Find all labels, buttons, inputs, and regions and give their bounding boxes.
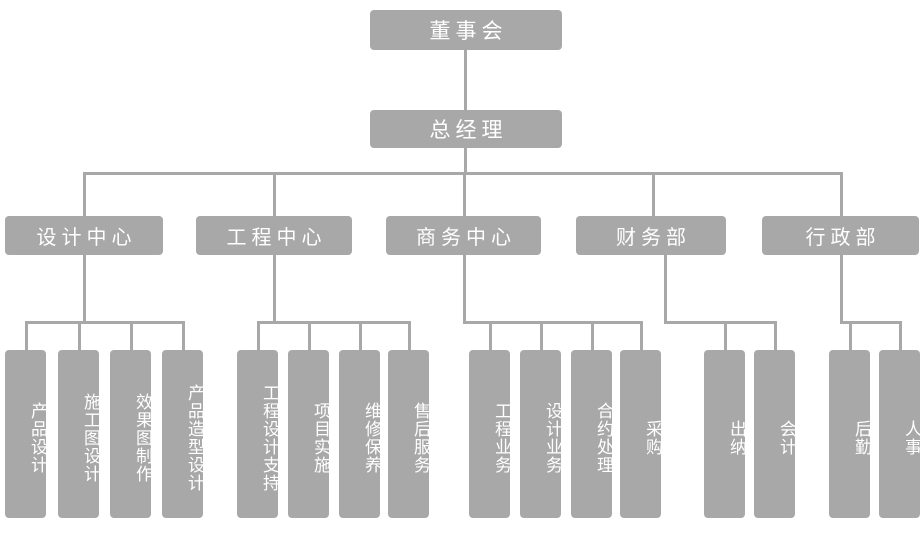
connector-design-child-3 (130, 321, 133, 350)
connector-finance-child-2 (774, 321, 777, 350)
connector-finance-bus (664, 321, 776, 324)
node-board-of-directors[interactable]: 董事会 (370, 10, 562, 50)
connector-admin-child-2 (899, 321, 902, 350)
node-leaf-procurement[interactable]: 采购 (620, 350, 662, 518)
connector-engineering-bus (257, 321, 411, 324)
connector-design-child-4 (182, 321, 185, 350)
connector-engineering-child-4 (408, 321, 411, 350)
node-leaf-contract-processing[interactable]: 合约处理 (571, 350, 613, 518)
connector-engineering-drop (273, 255, 276, 323)
connector-business-child-4 (640, 321, 643, 350)
node-department-business-center[interactable]: 商务中心 (386, 216, 541, 255)
node-leaf-product-styling-design[interactable]: 产品造型设计 (162, 350, 204, 518)
connector-design-child-2 (78, 321, 81, 350)
node-leaf-cashier[interactable]: 出纳 (704, 350, 746, 518)
connector-admin-child-1 (849, 321, 852, 350)
connector-admin-bus (840, 321, 902, 324)
connector-gm-to-bus (464, 148, 467, 174)
node-leaf-engineering-design-support[interactable]: 工程设计支持 (237, 350, 279, 518)
node-leaf-after-sales-service[interactable]: 售后服务 (388, 350, 430, 518)
connector-bus-to-finance (652, 172, 655, 216)
connector-finance-drop (664, 255, 667, 323)
node-leaf-logistics[interactable]: 后勤 (829, 350, 871, 518)
connector-design-drop (83, 255, 86, 323)
connector-business-bus (489, 321, 643, 324)
connector-design-child-1 (25, 321, 28, 350)
node-department-engineering-center[interactable]: 工程中心 (196, 216, 352, 255)
node-general-manager[interactable]: 总经理 (370, 110, 562, 148)
node-department-finance[interactable]: 财务部 (576, 216, 726, 255)
node-leaf-product-design[interactable]: 产品设计 (5, 350, 47, 518)
connector-business-child-2 (540, 321, 543, 350)
connector-root-to-gm (464, 50, 467, 112)
node-department-administration[interactable]: 行政部 (762, 216, 919, 255)
connector-bus-to-engineering (273, 172, 276, 216)
node-leaf-design-business[interactable]: 设计业务 (520, 350, 562, 518)
connector-finance-child-1 (724, 321, 727, 350)
connector-business-drop (463, 255, 466, 323)
connector-bus-to-design (83, 172, 86, 216)
connector-business-stub (463, 321, 491, 324)
connector-admin-drop (840, 255, 843, 323)
node-leaf-project-implementation[interactable]: 项目实施 (288, 350, 330, 518)
connector-engineering-child-2 (308, 321, 311, 350)
connector-business-child-1 (489, 321, 492, 350)
node-leaf-accounting[interactable]: 会计 (754, 350, 796, 518)
node-leaf-construction-drawing-design[interactable]: 施工图设计 (58, 350, 100, 518)
connector-engineering-child-3 (359, 321, 362, 350)
connector-design-bus (25, 321, 182, 324)
node-leaf-human-resources[interactable]: 人事 (879, 350, 921, 518)
node-department-design-center[interactable]: 设计中心 (5, 216, 163, 255)
connector-business-child-3 (591, 321, 594, 350)
connector-bus-to-admin (840, 172, 843, 216)
connector-bus-to-business (463, 172, 466, 216)
connector-engineering-child-1 (257, 321, 260, 350)
node-leaf-rendering-production[interactable]: 效果图制作 (110, 350, 152, 518)
node-leaf-maintenance[interactable]: 维修保养 (339, 350, 381, 518)
node-leaf-engineering-business[interactable]: 工程业务 (469, 350, 511, 518)
